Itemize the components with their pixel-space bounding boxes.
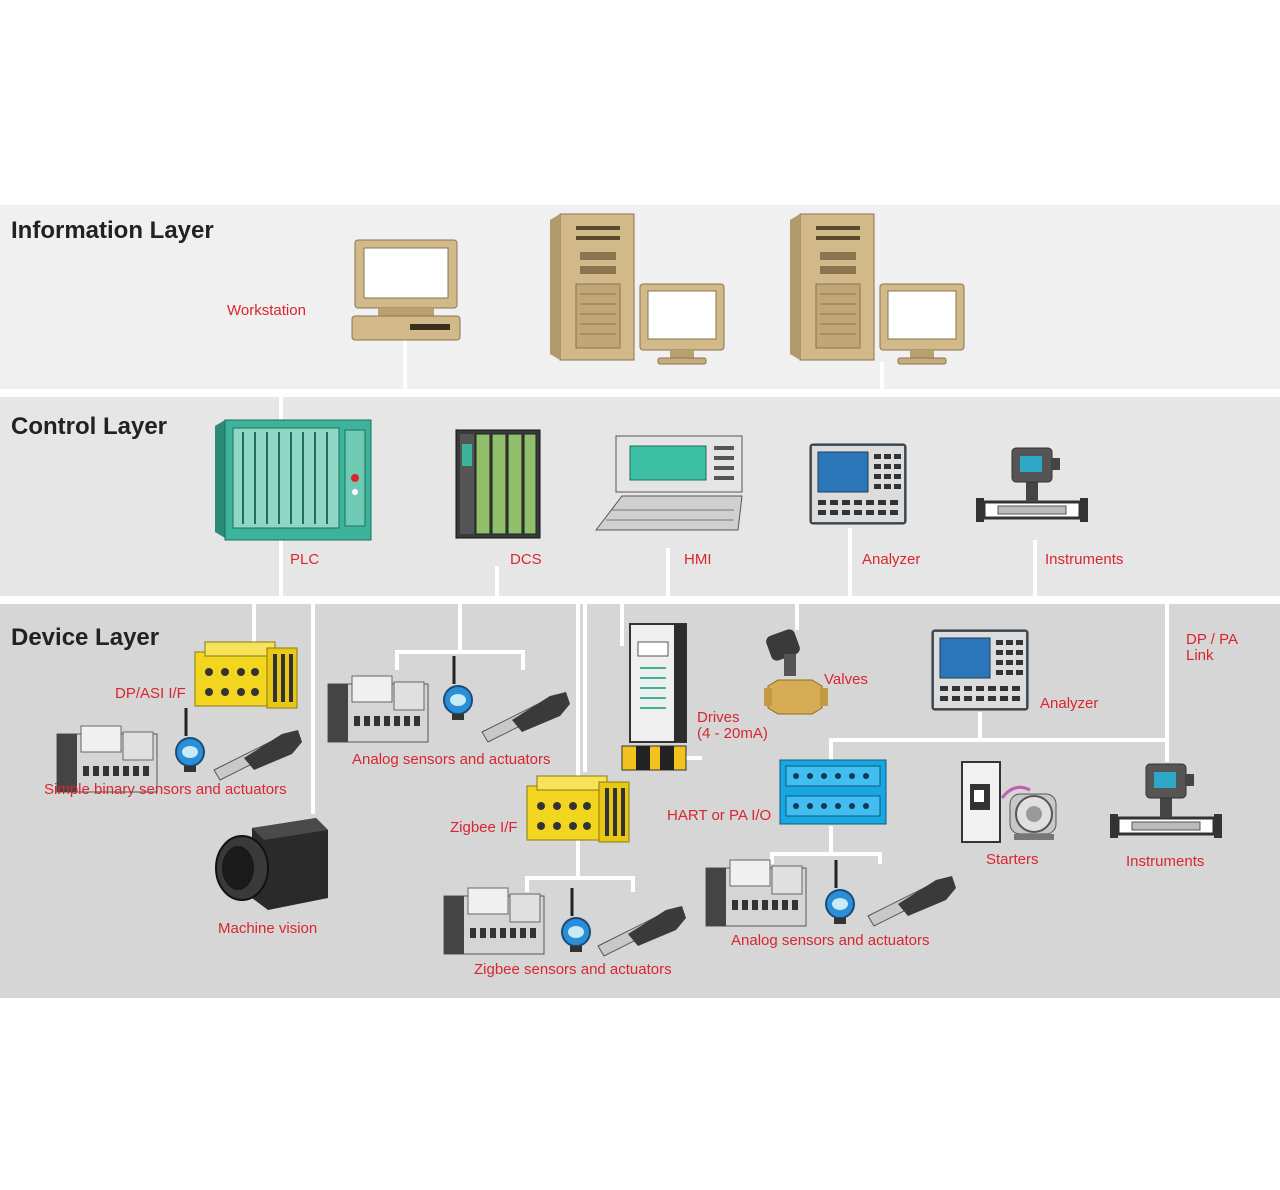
bus-line: [620, 602, 624, 646]
dp-pa-label: DP / PA: [1186, 631, 1238, 648]
drives-label: Drives: [697, 709, 740, 726]
bus-line: [311, 602, 315, 814]
actuator-icon: [213, 729, 303, 781]
camera-icon: [215, 818, 328, 910]
analog-sensors-top-label: Analog sensors and actuators: [352, 751, 551, 768]
starter-icon: [961, 761, 1001, 843]
actuator-icon: [481, 691, 571, 743]
control-layer-title: Control Layer: [11, 413, 168, 440]
bus-line: [252, 602, 256, 644]
bus-line: [978, 712, 982, 740]
bus-line: [878, 852, 882, 864]
dcs-label: DCS: [510, 551, 542, 568]
wireless-sensor-icon: [824, 858, 856, 926]
workstation-label: Workstation: [227, 302, 306, 319]
starters-label: Starters: [986, 851, 1039, 868]
monitor-icon: [639, 283, 725, 365]
analog-sensors-bottom-label: Analog sensors and actuators: [731, 932, 930, 949]
actuator-icon: [597, 905, 687, 957]
io-module-icon: [779, 759, 887, 825]
analyzer-panel-icon: [809, 443, 907, 525]
bus-drop: [279, 396, 283, 420]
drive-icon: [629, 623, 687, 743]
bus-line: [829, 826, 833, 856]
io-module-icon: [327, 675, 429, 743]
machine-vision-label: Machine vision: [218, 920, 318, 937]
hart-label: HART or PA I/O: [667, 807, 772, 824]
bus-line: [770, 852, 774, 864]
plc-label: PLC: [290, 551, 320, 568]
io-module-icon: [526, 775, 630, 843]
wireless-sensor-icon: [442, 654, 474, 722]
analyzer-label: Analyzer: [862, 551, 921, 568]
bus-drop: [880, 362, 884, 392]
actuator-icon: [867, 875, 957, 927]
hmi-label: HMI: [684, 551, 712, 568]
bus-line: [680, 756, 702, 760]
zigbee-if-label: Zigbee I/F: [450, 819, 518, 836]
simple-binary-label: Simple binary sensors and actuators: [44, 781, 287, 798]
bus-line: [1165, 602, 1169, 762]
wireless-sensor-icon: [560, 886, 592, 954]
bus-line: [770, 852, 882, 856]
workstation-icon: [351, 239, 461, 341]
wireless-sensor-icon: [174, 706, 206, 774]
bus-line: [576, 602, 580, 777]
bus-line: [525, 876, 635, 880]
bus-line: [829, 738, 1169, 742]
instruments-label: Instruments: [1045, 551, 1124, 568]
valves-label: Valves: [824, 671, 868, 688]
zigbee-sensors-label: Zigbee sensors and actuators: [474, 961, 672, 978]
bus-line: [521, 650, 525, 670]
bus-line: [395, 650, 399, 670]
monitor-icon: [879, 283, 965, 365]
bus-drop: [666, 548, 670, 600]
drives-range-label: (4 - 20mA): [697, 725, 768, 742]
hmi-terminal-icon: [594, 435, 743, 531]
device-layer-title: Device Layer: [11, 624, 160, 651]
analyzer-device-label: Analyzer: [1040, 695, 1099, 712]
analyzer-panel-icon: [931, 629, 1029, 711]
bus-drop: [403, 338, 407, 392]
bus-line: [395, 650, 525, 654]
bus-info-control: [0, 389, 1280, 397]
bus-control-device: [0, 596, 1280, 604]
tower-pc-icon: [789, 213, 875, 361]
bus-line: [576, 838, 580, 878]
bus-line: [583, 602, 587, 772]
drive-base-icon: [621, 745, 687, 771]
motor-icon: [1000, 785, 1057, 840]
dp-pa-link-label: Link: [1186, 647, 1214, 664]
information-layer-title: Information Layer: [11, 217, 214, 244]
instruments-device-label: Instruments: [1126, 853, 1205, 870]
dcs-icon: [455, 429, 541, 539]
io-module-icon: [443, 887, 545, 955]
bus-drop: [279, 540, 283, 600]
plc-rack-icon: [215, 419, 372, 541]
tower-pc-icon: [549, 213, 635, 361]
bus-drop: [848, 528, 852, 600]
bus-line: [525, 876, 529, 892]
bus-line: [458, 602, 462, 650]
dp-asi-label: DP/ASI I/F: [115, 685, 186, 702]
flow-instrument-icon: [974, 446, 1090, 524]
bus-drop: [495, 566, 499, 600]
valve-icon: [764, 629, 828, 715]
io-module-icon: [705, 859, 807, 927]
io-module-icon: [194, 641, 298, 709]
bus-line: [829, 738, 833, 760]
bus-line: [631, 876, 635, 892]
bus-drop: [1033, 540, 1037, 600]
flow-instrument-icon: [1108, 762, 1224, 840]
bus-line: [795, 602, 799, 630]
